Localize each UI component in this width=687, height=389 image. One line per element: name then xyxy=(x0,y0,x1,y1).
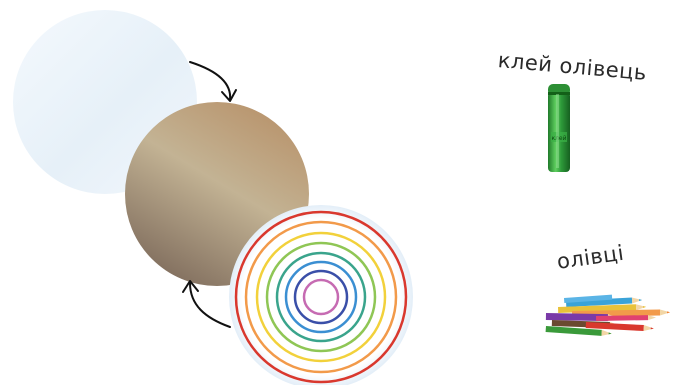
glue-stick-wrapper-text: клей xyxy=(551,135,566,142)
glue-stick-icon: клей xyxy=(548,84,570,172)
colored-pencils-icon xyxy=(545,294,671,336)
concentric-rings-disc xyxy=(229,205,413,389)
curved-arrow-icon xyxy=(189,61,237,102)
curved-arrow-icon xyxy=(182,280,231,328)
